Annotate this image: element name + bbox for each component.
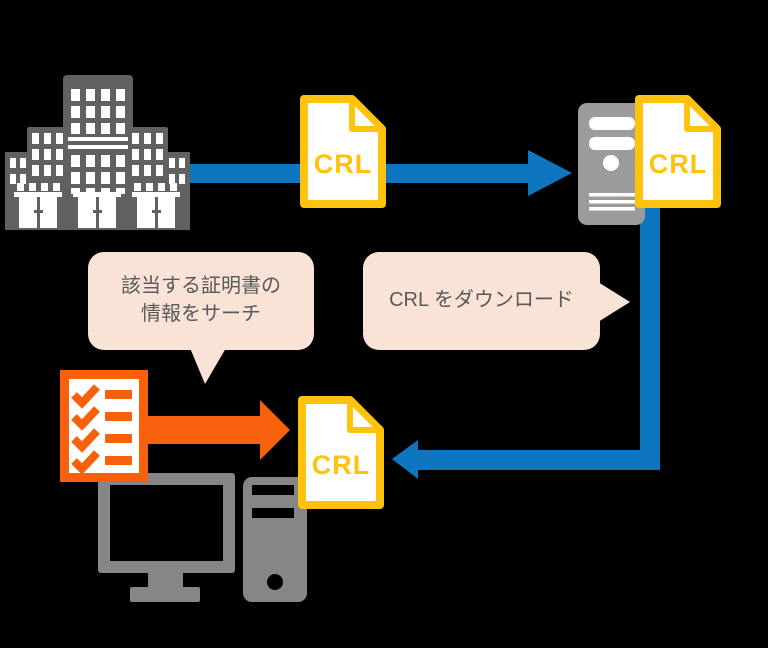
checklist-icon — [60, 370, 148, 482]
crl-document-server: CRL — [635, 95, 721, 208]
monitor-icon — [98, 473, 235, 602]
crl-document-top: CRL — [300, 95, 386, 208]
arrow-right-search-icon — [146, 400, 290, 460]
building-icon — [5, 75, 190, 230]
server-icon — [578, 103, 645, 225]
callout-download-tail — [598, 282, 630, 322]
callout-search: 該当する証明書の 情報をサーチ — [88, 252, 314, 350]
crl-doc-label: CRL — [648, 149, 708, 179]
callout-download: CRL をダウンロード — [363, 252, 600, 350]
callout-search-line1: 該当する証明書の — [121, 275, 281, 298]
document-icon — [300, 95, 386, 208]
callout-download-text: CRL をダウンロード — [389, 289, 574, 312]
pc-tower-icon — [243, 477, 307, 602]
document-icon — [635, 95, 721, 208]
crl-document-client: CRL — [298, 396, 384, 509]
callout-search-line2: 情報をサーチ — [141, 303, 261, 325]
crl-doc-label: CRL — [313, 149, 373, 179]
callout-search-tail — [190, 348, 226, 384]
document-icon — [298, 396, 384, 509]
crl-doc-label: CRL — [311, 450, 371, 480]
arrow-elbow-down-left-icon — [392, 208, 660, 479]
